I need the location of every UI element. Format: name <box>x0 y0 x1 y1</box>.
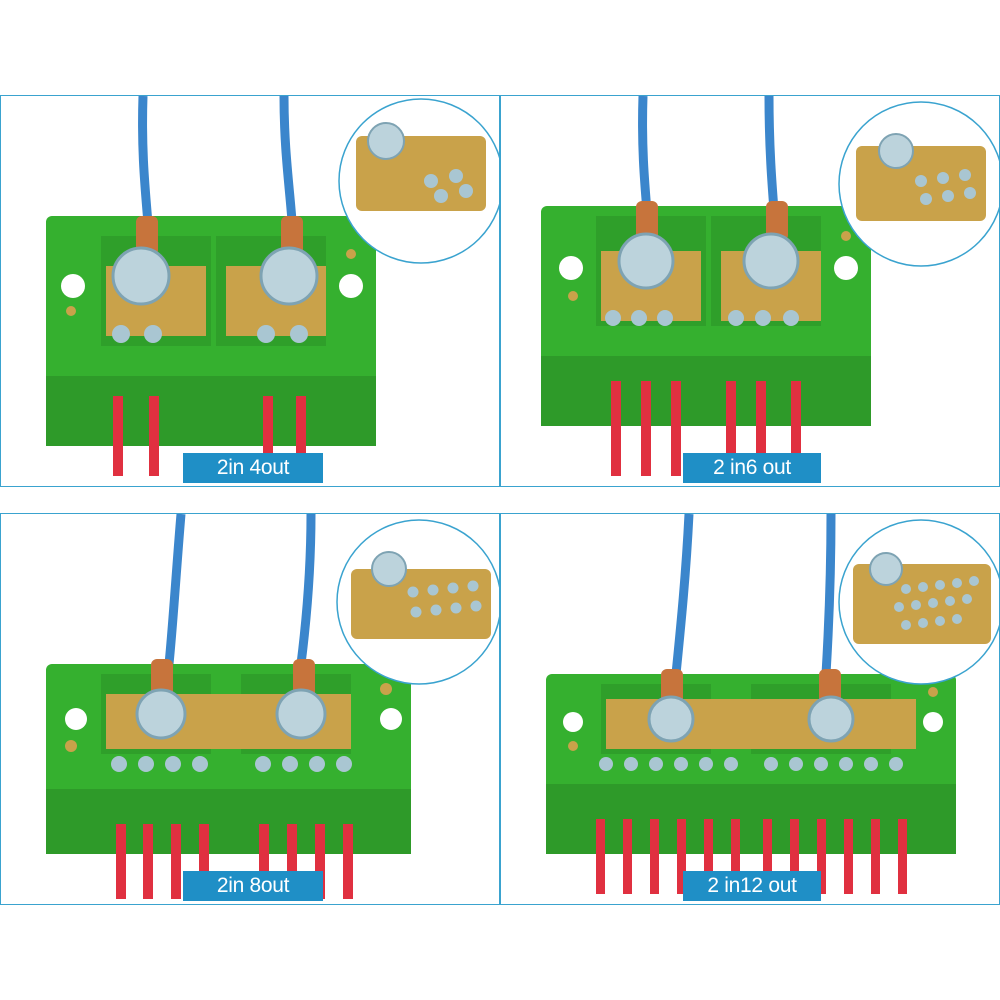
product-panel-2in-12out: 2 in12 out <box>500 513 1000 905</box>
variant-label: 2in 4out <box>183 453 323 483</box>
terminal-block-photo <box>46 96 499 476</box>
product-panel-2in-8out: 2in 8out <box>0 513 500 905</box>
variant-label: 2 in6 out <box>683 453 821 483</box>
variant-label: 2in 8out <box>183 871 323 901</box>
terminal-block-photo <box>546 514 999 894</box>
product-panel-2in-6out: 2 in6 out <box>500 95 1000 487</box>
terminal-block-photo <box>541 96 999 476</box>
variant-label: 2 in12 out <box>683 871 821 901</box>
terminal-block-photo <box>46 514 499 899</box>
product-panel-2in-4out: 2in 4out <box>0 95 500 487</box>
